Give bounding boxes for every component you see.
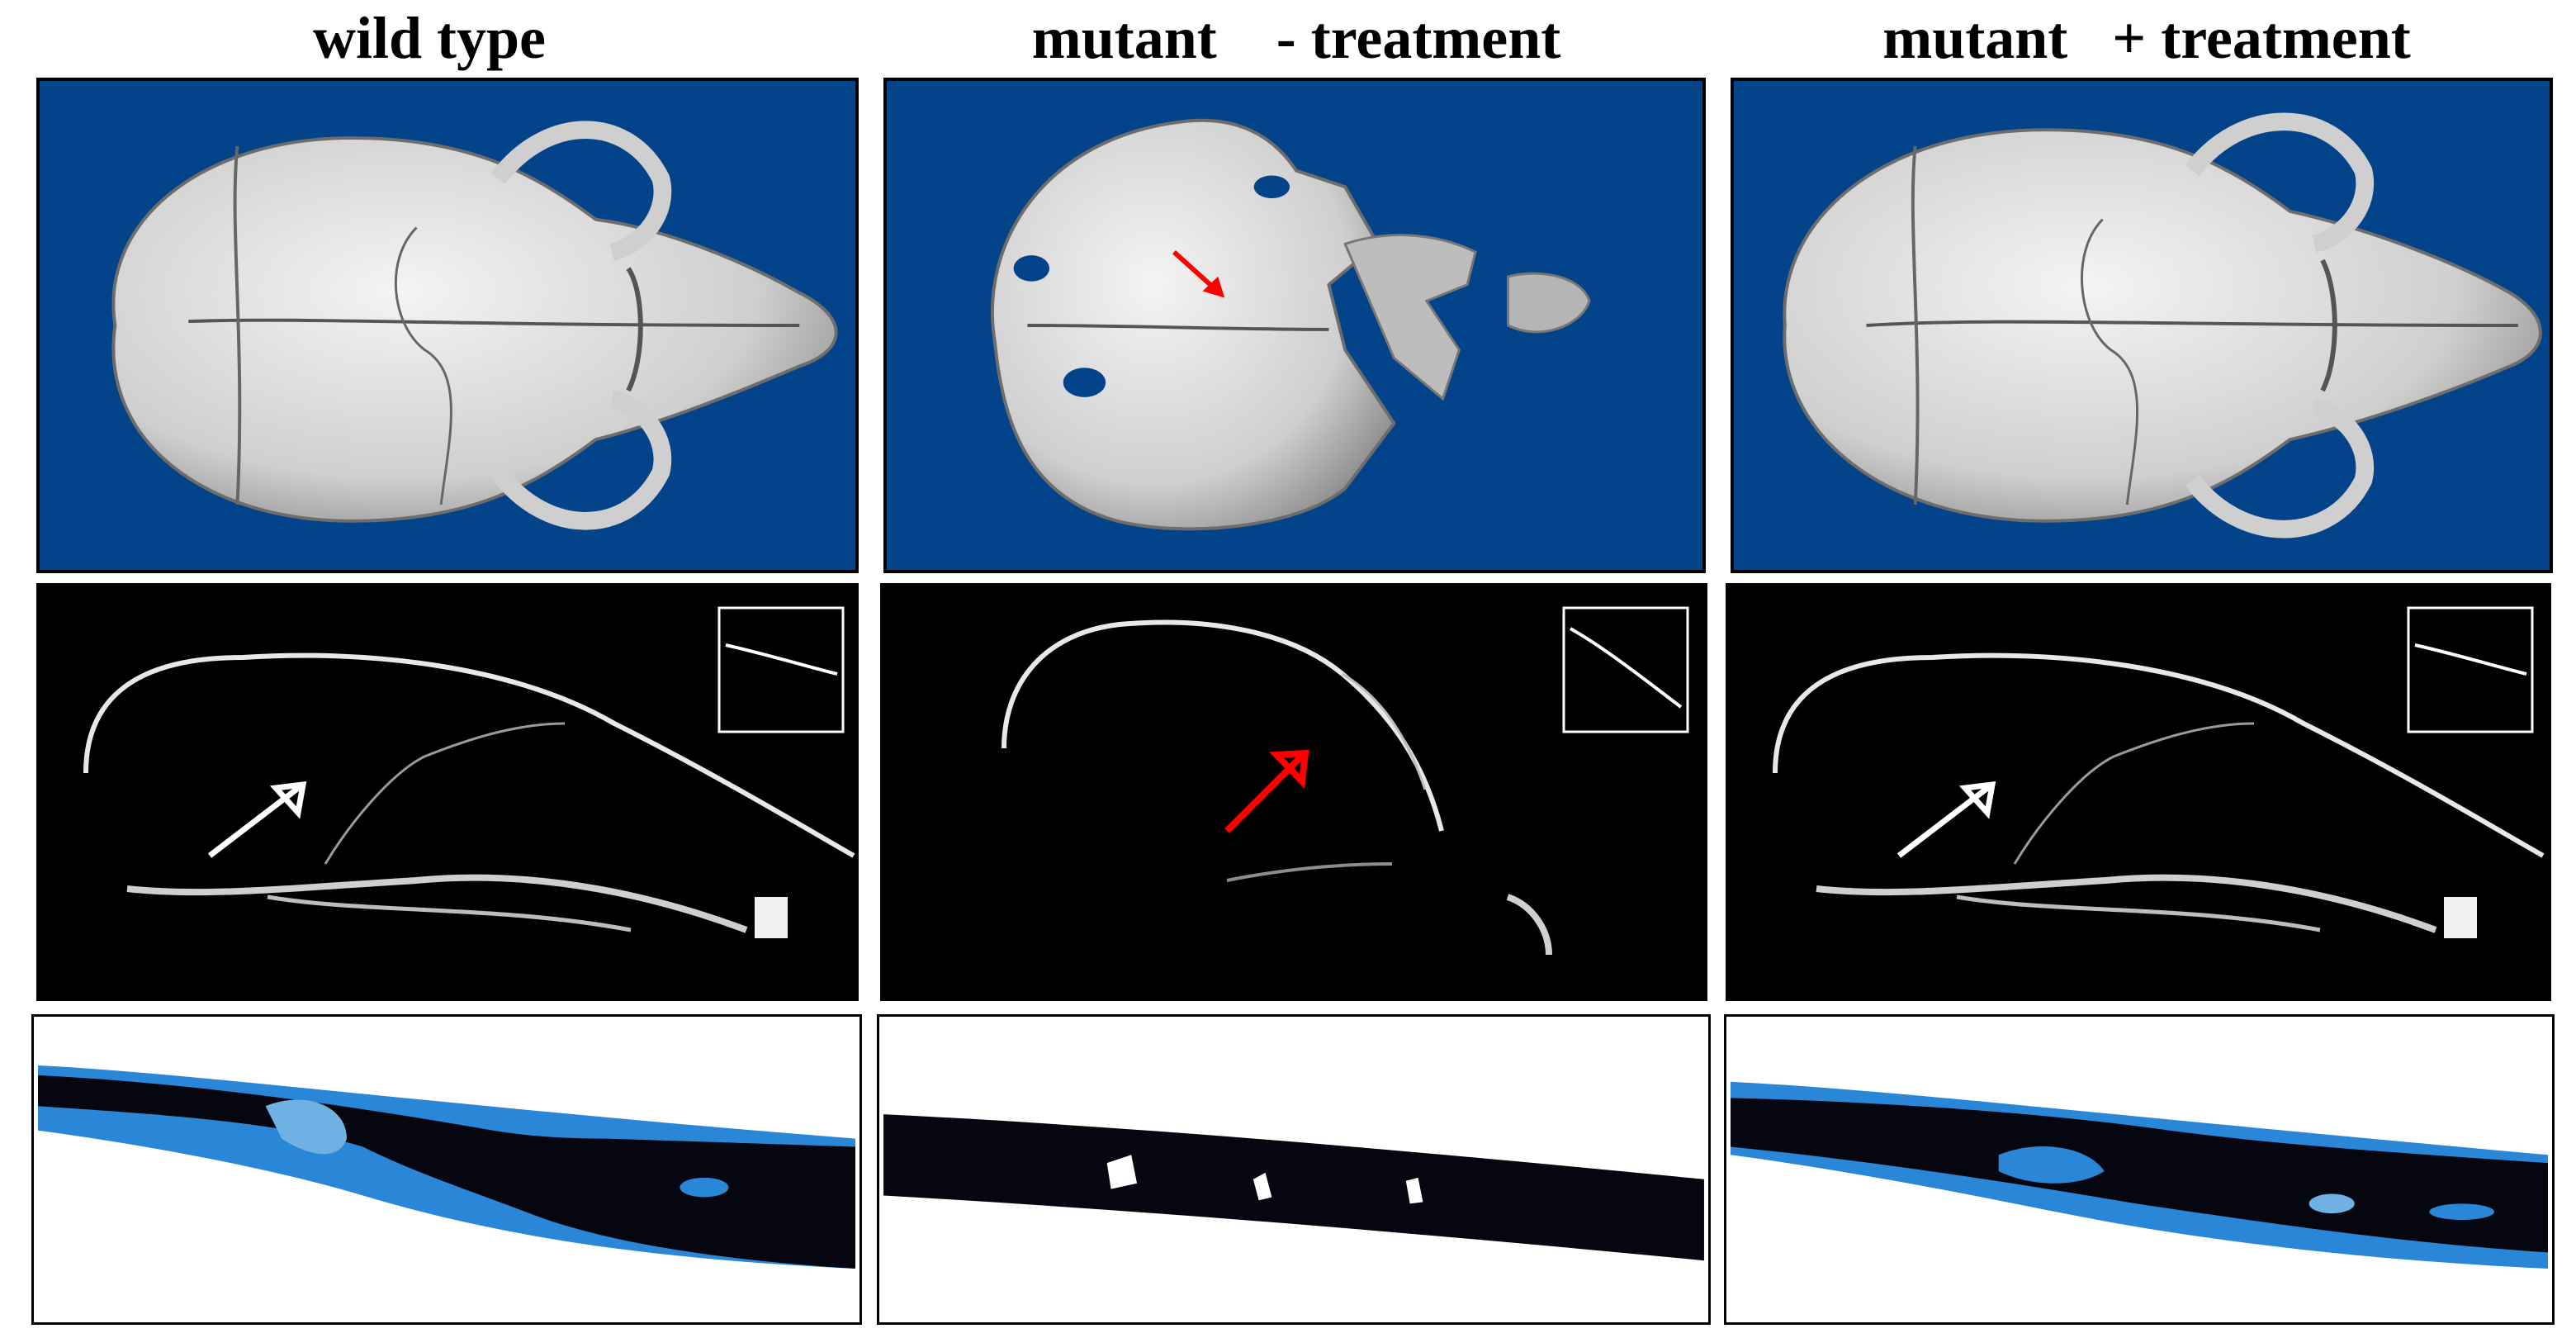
arrow-icon <box>1172 249 1217 291</box>
inset-frame <box>2407 606 2534 733</box>
inset-frame <box>717 606 845 733</box>
skull-render-mutant-minus-treatment <box>883 78 1706 573</box>
histology-mutant-minus-treatment <box>877 1014 1711 1325</box>
ct-section-mutant-plus-treatment <box>1726 583 2551 1001</box>
ct-section-mutant-minus-treatment <box>880 583 1707 1001</box>
histology-mutant-plus-treatment <box>1724 1014 2555 1325</box>
ct-section-wild-type <box>36 583 859 1001</box>
title-mutant-minus-treatment: mutant - treatment <box>1031 5 1561 71</box>
skull-render-wild-type <box>36 78 859 573</box>
histology-wild-type <box>31 1014 862 1325</box>
title-mutant-plus-treatment: mutant + treatment <box>1882 5 2411 71</box>
title-wild-type: wild type <box>312 5 547 71</box>
inset-frame <box>1562 606 1689 733</box>
skull-render-mutant-plus-treatment <box>1731 78 2553 573</box>
